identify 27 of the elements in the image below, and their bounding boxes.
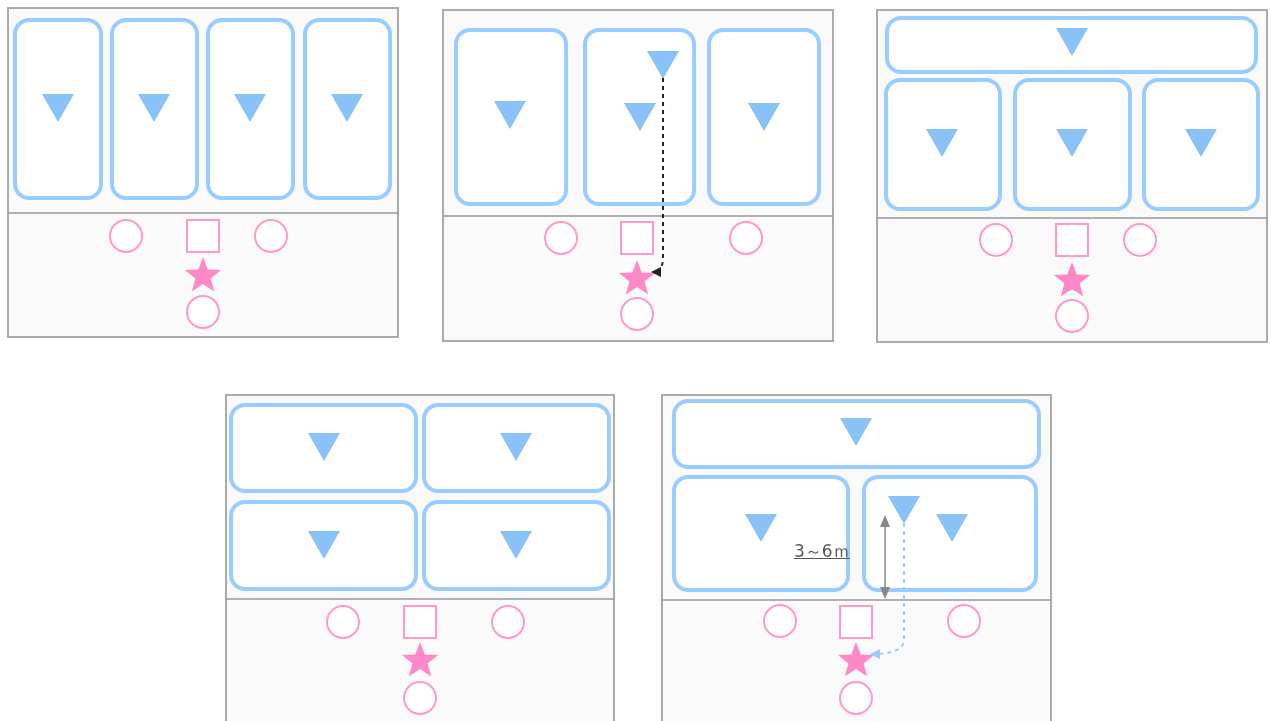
triangle-marker (1055, 128, 1089, 158)
triangle-marker (307, 530, 341, 560)
triangle-marker (137, 93, 171, 123)
triangle-marker (307, 432, 341, 462)
star-marker (1053, 261, 1091, 299)
star-marker (618, 259, 656, 297)
dashed-arrow (870, 522, 905, 659)
triangle-marker (646, 50, 680, 80)
triangle-marker (887, 495, 921, 525)
triangle-marker (1184, 128, 1218, 158)
triangle-marker (925, 128, 959, 158)
star-marker (837, 641, 875, 679)
triangle-marker (493, 100, 527, 130)
triangle-marker (623, 102, 657, 132)
triangle-marker (747, 102, 781, 132)
triangle-marker (499, 530, 533, 560)
triangle-marker (499, 432, 533, 462)
triangle-marker (1055, 27, 1089, 57)
star-marker (401, 641, 439, 679)
triangle-marker (233, 93, 267, 123)
triangle-marker (330, 93, 364, 123)
star-marker (184, 256, 222, 294)
triangle-marker (744, 513, 778, 543)
triangle-marker (41, 93, 75, 123)
triangle-marker (839, 417, 873, 447)
triangle-marker (935, 513, 969, 543)
dashed-arrow (651, 77, 664, 277)
